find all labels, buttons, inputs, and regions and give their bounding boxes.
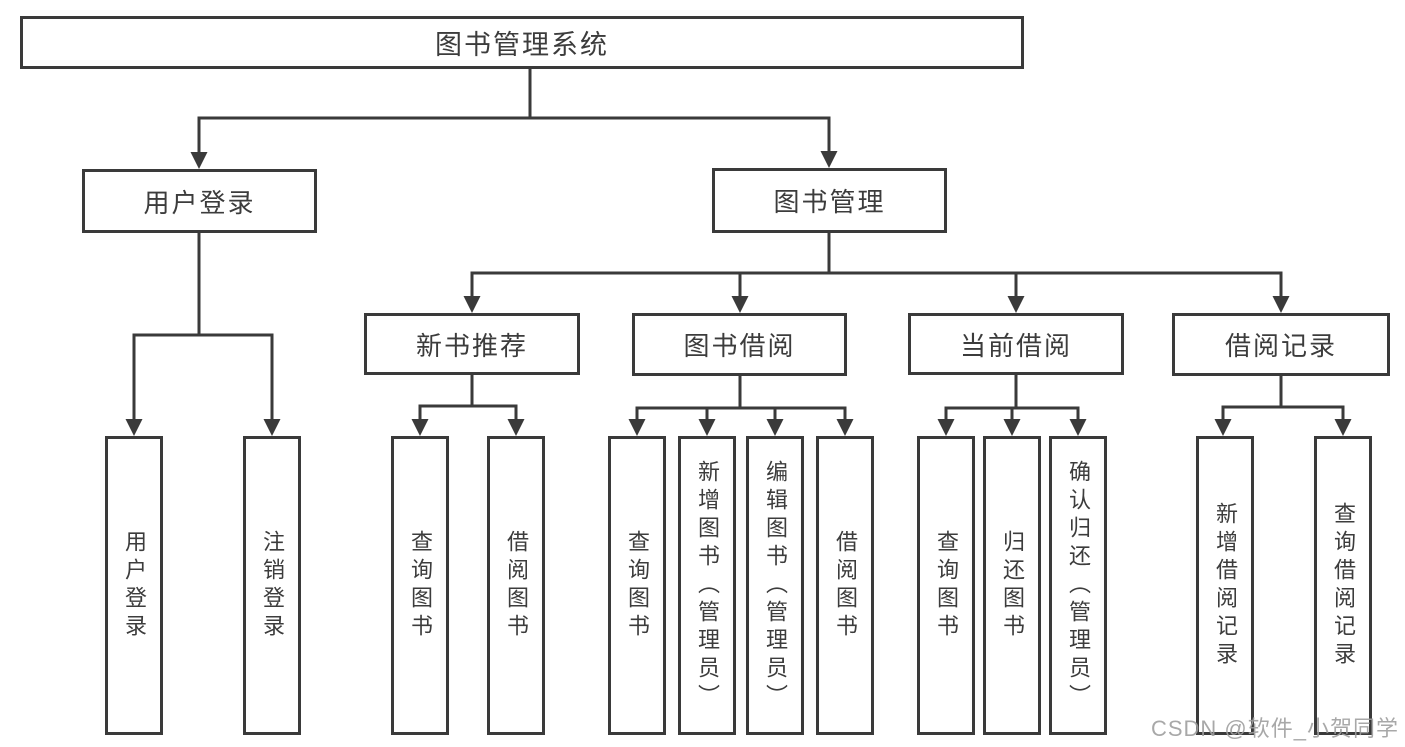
node-book-management-module: 图书管理 — [712, 168, 947, 233]
node-current-borrowing: 当前借阅 — [908, 313, 1124, 375]
node-leaf-user-login: 用户登录 — [105, 436, 163, 735]
node-label: 新增借阅记录 — [1213, 501, 1238, 670]
node-leaf-query-books-2: 查询图书 — [608, 436, 666, 735]
node-label: 注销登录 — [260, 529, 285, 642]
node-leaf-query-books-1: 查询图书 — [391, 436, 449, 735]
node-leaf-borrow-books-1: 借阅图书 — [487, 436, 545, 735]
node-label: 编辑图书（管理员） — [763, 459, 788, 712]
node-label: 新增图书（管理员） — [695, 459, 720, 712]
node-leaf-add-borrow-record: 新增借阅记录 — [1196, 436, 1254, 735]
node-label: 借阅图书 — [833, 529, 858, 642]
node-borrowing-records: 借阅记录 — [1172, 313, 1390, 376]
node-label: 查询图书 — [934, 529, 959, 642]
node-label: 查询图书 — [625, 529, 650, 642]
node-new-book-recommendation: 新书推荐 — [364, 313, 580, 375]
node-label: 归还图书 — [1000, 529, 1025, 642]
node-label: 借阅图书 — [504, 529, 529, 642]
node-label: 查询借阅记录 — [1331, 501, 1356, 670]
node-label: 用户登录 — [122, 529, 147, 642]
node-leaf-add-books-admin: 新增图书（管理员） — [678, 436, 736, 735]
node-user-login-module: 用户登录 — [82, 169, 317, 233]
node-leaf-query-books-3: 查询图书 — [917, 436, 975, 735]
node-library-management-system: 图书管理系统 — [20, 16, 1024, 69]
node-leaf-return-books: 归还图书 — [983, 436, 1041, 735]
node-leaf-query-borrow-record: 查询借阅记录 — [1314, 436, 1372, 735]
node-label: 查询图书 — [408, 529, 433, 642]
node-leaf-borrow-books-2: 借阅图书 — [816, 436, 874, 735]
node-leaf-edit-books-admin: 编辑图书（管理员） — [746, 436, 804, 735]
node-leaf-logout: 注销登录 — [243, 436, 301, 735]
node-book-borrowing: 图书借阅 — [632, 313, 847, 376]
node-leaf-confirm-return-admin: 确认归还（管理员） — [1049, 436, 1107, 735]
csdn-watermark: CSDN @软件_小贺同学 — [1150, 716, 1399, 741]
node-label: 确认归还（管理员） — [1066, 459, 1091, 712]
